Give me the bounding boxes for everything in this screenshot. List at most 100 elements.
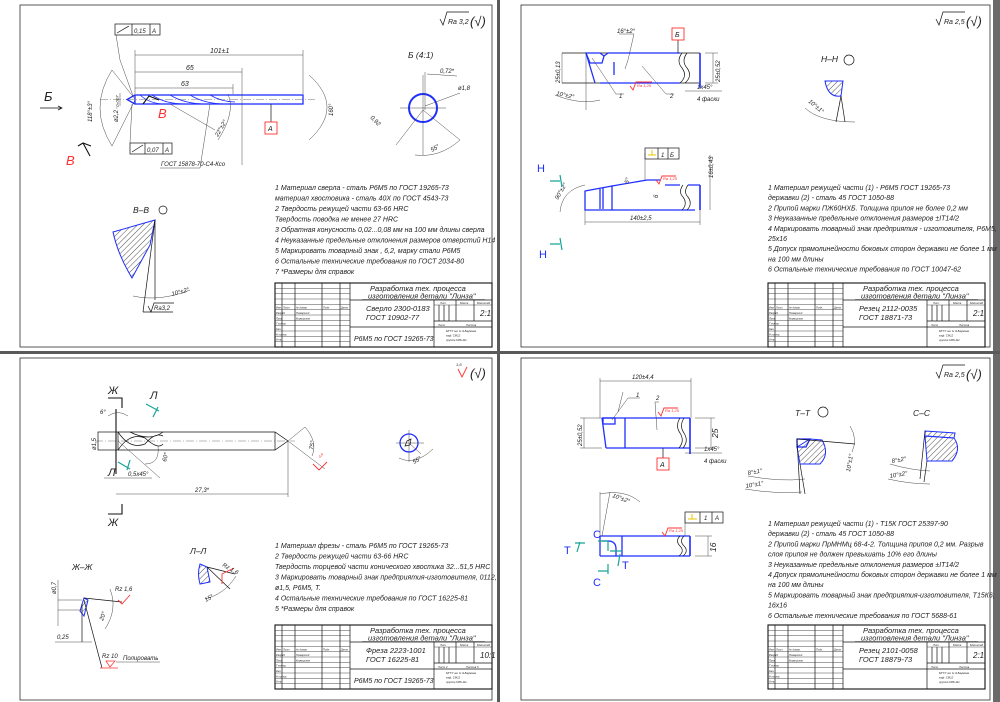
datum-a-box — [264, 121, 278, 135]
dim-25-052: 25±0,52 — [716, 60, 722, 83]
datum-b-label: Б — [675, 32, 680, 39]
title-block-org: МГТУ им. Н.Э.Баумана — [446, 671, 476, 675]
section-v-label: В — [66, 153, 75, 168]
drawing-sheet-cutter-2101: Ra 2,5 (√) 25±0,52 120±4,4 25 1x45° 4 фа… — [500, 354, 1000, 702]
title-block-process: Разработка тех. процесса — [863, 626, 959, 635]
title-block-role: Н.контр. — [276, 332, 287, 336]
dim-angle-118: 118°±3° — [88, 100, 94, 122]
note-line: 1 Материал режущей части (1) - Р6М5 ГОСТ… — [768, 184, 950, 192]
title-block-org: группа СМ6-111 — [939, 680, 960, 684]
title-block-signer: Пожарский — [296, 653, 310, 657]
title-block-signer: Пожарский — [296, 311, 310, 315]
section-v-label: В — [158, 106, 167, 121]
dim-angle-10: 10°±1° — [846, 453, 855, 472]
section-title: С–С — [913, 408, 931, 418]
title-block-header: Лист — [282, 306, 291, 310]
mill-end-view: 55° — [396, 430, 434, 466]
roughness-ra125: Ra 1,25 — [663, 176, 678, 181]
gost-designation: ГОСТ 15878-70-С4-Ксо — [161, 162, 226, 168]
title-block-role: Разраб. — [276, 653, 286, 657]
tolerance-frame-runout-2: 0,07 А — [129, 103, 173, 155]
title-block-role: Утв. — [769, 338, 775, 342]
title-block-role: Пров. — [276, 658, 283, 662]
title-block-sheet: Лист — [930, 665, 939, 669]
dim-angle-60: 60° — [162, 452, 170, 463]
section-zh-zh: Ж–Ж ø0,7 20° Rz 1,6 0,25 Rz 10 Полироват… — [52, 562, 160, 669]
title-block-sheets: Листов 5 — [465, 665, 479, 669]
note-line: 1 Материал фрезы - сталь Р6М5 по ГОСТ 19… — [275, 543, 448, 550]
dim-chamfer: 0,5x45° — [128, 472, 149, 478]
title-block-header: № докум. — [789, 648, 801, 652]
cutter-side-view: 16 10°±2° 1 А Ra 1,25 С С Т Т — [564, 491, 724, 589]
drawing-canvas: Ra 2,5 (√) 25±0,52 120±4,4 25 1x45° 4 фа… — [520, 354, 1000, 702]
section-marker — [77, 142, 92, 157]
dim-025: 0,25 — [57, 635, 69, 641]
title-block-material: Р6М5 по ГОСТ 19265-73 — [354, 678, 434, 685]
roughness-other: (√) — [470, 14, 486, 29]
detail-b: Б (4:1) 0,72* ø1,8 0,92 55° — [369, 50, 471, 156]
title-block-process: Разработка тех. процесса — [370, 284, 466, 293]
tolerance-value: 0,15 — [134, 29, 146, 35]
title-block-scale: 2:1 — [972, 309, 984, 318]
dim-overall-length: 101±1 — [210, 48, 230, 55]
sheet-frame — [520, 357, 991, 701]
tolerance-datum: Б — [670, 153, 674, 159]
cutter-top-view: 25±0,52 120±4,4 25 1x45° 4 фаски 1 2 Ra … — [578, 375, 727, 471]
title-block-standard: ГОСТ 10902-77 — [366, 313, 420, 322]
dim-25-052: 25±0,52 — [578, 424, 584, 447]
leader-1: 1 — [619, 94, 622, 100]
roughness-mark: Ra 2,5 (√) — [935, 364, 982, 382]
roughness-value: Ra 2,5 — [944, 19, 965, 26]
title-block-signer: Кормщиков — [296, 316, 310, 320]
title-block-org: МГТУ им. Н.Э.Баумана — [446, 329, 476, 333]
dim-angle-22: 22°±2° — [214, 119, 229, 139]
title-block-signer: Кормщиков — [296, 658, 310, 662]
dim-diameter-07: ø0,7 — [52, 581, 58, 594]
drawing-canvas: 1,6 (√) 6° ø1,5 60° 75° 0,8 0,5x45° 27,3… — [19, 357, 497, 701]
sheet-frame — [19, 357, 493, 701]
dim-25: 25 — [710, 428, 720, 439]
title-block-signer: Пожарский — [789, 653, 803, 657]
title-block-role: Н.контр. — [769, 674, 780, 678]
rotated-view-icon — [158, 205, 168, 215]
dim-6: 6 — [654, 194, 660, 198]
title-block-header: Лист — [282, 648, 291, 652]
note-line: 3 Неуказанные предельные отклонения разм… — [768, 561, 959, 569]
note-line: Твердость поводка не менее 27 HRC — [275, 216, 399, 224]
dim-angle-15: 15° — [204, 594, 215, 604]
title-block-role: Разраб. — [769, 311, 779, 315]
tolerance-datum: А — [151, 29, 156, 35]
dim-angle-8: 8°±1° — [747, 468, 763, 477]
roughness-mark: Ra 3,2 (√) — [439, 11, 486, 29]
detail-title: Б (4:1) — [408, 50, 434, 60]
note-line: 7 *Размеры для справок — [275, 268, 355, 276]
datum-a-label: А — [659, 462, 665, 469]
title-block-role: Т.контр. — [769, 664, 780, 668]
dim-diameter-15: ø1,5 — [92, 437, 98, 450]
tolerance-datum: А — [164, 148, 169, 154]
roughness-rz08: 0,8 — [318, 452, 324, 458]
roughness-ra32: Ra3,2 — [154, 306, 171, 312]
note-line: 6 Остальные технические требования по ГО… — [768, 266, 961, 274]
title-block-header: Подп. — [816, 648, 823, 652]
dim-angle-6: 6° — [100, 410, 106, 416]
polish-note: Полировать — [123, 656, 158, 662]
note-line: 4 Допуск прямолинейности боковых сторон … — [768, 571, 997, 579]
note-line: 5 Допуск прямолинейности боковых сторон … — [768, 245, 997, 253]
note-line: 3 Маркировать товарный знак предприятия-… — [275, 574, 497, 582]
title-block-header: Дата — [833, 648, 841, 652]
title-block-role: Разраб. — [769, 653, 779, 657]
title-block-sheets: Листов — [465, 323, 477, 327]
sheet-frame — [19, 4, 493, 348]
note-line: 4 Неуказанные предельные отклонения разм… — [275, 237, 495, 245]
note-line: материал хвостовика - сталь 40Х по ГОСТ … — [275, 196, 449, 203]
dim-angle-160: 160° — [329, 103, 335, 116]
section-title: Т–Т — [795, 408, 811, 418]
dim-63: 63 — [181, 81, 189, 88]
section-l-l: Л–Л 15° Rz 1,6 — [189, 546, 240, 604]
datum-a-box — [656, 457, 670, 471]
leader-2: 2 — [655, 396, 660, 402]
